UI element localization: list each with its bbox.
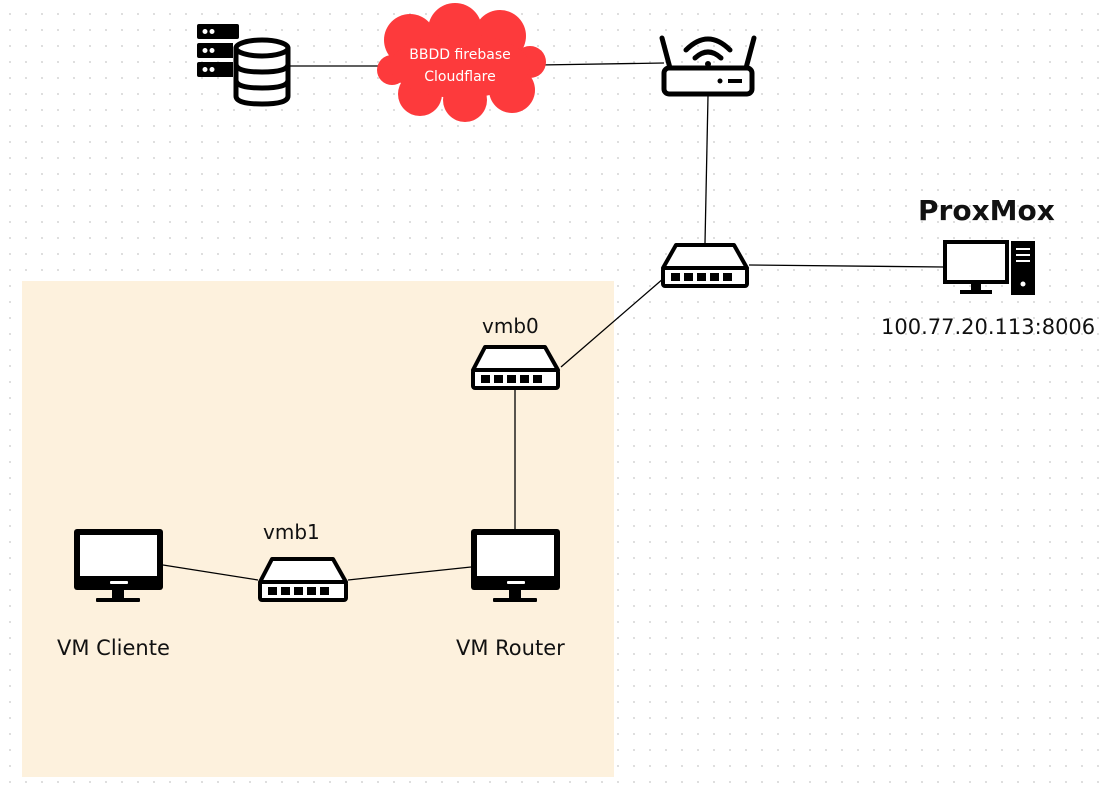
vm-cliente-label: VM Cliente [57, 636, 170, 660]
vmb0-label: vmb0 [482, 314, 539, 338]
cloud-label-line-2: Cloudflare [424, 69, 496, 85]
link-router-switch [704, 95, 709, 244]
link-cloud-router [538, 62, 665, 66]
proxmox-title: ProxMox [918, 194, 1055, 227]
vm-router-label: VM Router [456, 636, 565, 660]
proxmox-address: 100.77.20.113:8006 [881, 315, 1096, 339]
link-switch-proxmox [748, 264, 945, 268]
link-vmrouter-vmb1 [347, 566, 472, 581]
vm-router-monitor-icon [471, 529, 560, 602]
vm-cliente-monitor-icon [74, 529, 163, 602]
database-server-icon [197, 24, 291, 107]
connections [162, 62, 945, 581]
vmb0-switch-icon [471, 345, 560, 390]
wifi-router-icon [659, 35, 757, 97]
desktop-tower-icon [943, 240, 1035, 295]
cloud-icon [377, 3, 546, 122]
vmb1-label: vmb1 [263, 520, 320, 544]
link-vmb1-vmcliente [162, 564, 259, 581]
cloud-label-line-1: BBDD firebase [409, 47, 511, 63]
link-switch-vmb0 [560, 277, 665, 368]
vmb1-switch-icon [258, 557, 348, 602]
network-switch-icon [661, 243, 749, 288]
